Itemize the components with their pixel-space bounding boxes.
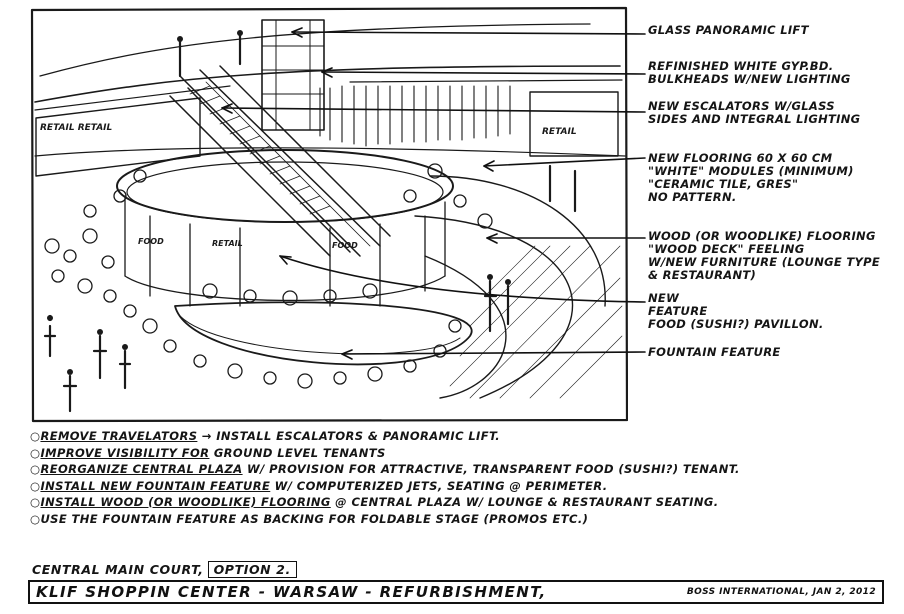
sign-retail-right: RETAIL <box>542 127 577 137</box>
annotation-escalators: NEW ESCALATORS W/GLASS SIDES AND INTEGRA… <box>648 99 861 126</box>
sign-retail-center: RETAIL <box>212 239 243 248</box>
sign-food: FOOD <box>138 237 164 246</box>
note-item: ○IMPROVE VISIBILITY FOR GROUND LEVEL TEN… <box>30 445 386 460</box>
sign-food-right: FOOD <box>332 241 358 250</box>
note-lead: REORGANIZE CENTRAL PLAZA <box>40 462 243 476</box>
note-item: ○INSTALL NEW FOUNTAIN FEATURE W/ COMPUTE… <box>30 478 608 493</box>
note-rest: W/ PROVISION FOR ATTRACTIVE, TRANSPARENT… <box>242 462 740 476</box>
annotation-fountain: FOUNTAIN FEATURE <box>648 345 781 359</box>
note-rest: W/ COMPUTERIZED JETS, SEATING @ PERIMETE… <box>270 478 608 493</box>
note-item: ○USE THE FOUNTAIN FEATURE AS BACKING FOR… <box>30 511 589 526</box>
annotation-flooring: NEW FLOORING 60 X 60 CM "WHITE" MODULES … <box>648 151 854 204</box>
perspective-sketch: RETAIL RETAIL RETAIL FOOD RETAIL FOOD <box>30 6 628 423</box>
note-item: ○REMOVE TRAVELATORS → INSTALL ESCALATORS… <box>30 429 501 443</box>
note-rest: GROUND LEVEL TENANTS <box>209 445 386 460</box>
project-title: KLIF SHOPPIN CENTER - WARSAW - REFURBISH… <box>36 583 547 601</box>
annotation-bulkheads: REFINISHED WHITE GYP.BD. BULKHEADS W/NEW… <box>648 59 851 86</box>
note-rest: @ CENTRAL PLAZA W/ LOUNGE & RESTAURANT S… <box>330 495 719 509</box>
note-lead: REMOVE TRAVELATORS <box>40 429 198 443</box>
court-caption: CENTRAL MAIN COURT,OPTION 2. <box>32 561 297 578</box>
note-item: ○INSTALL WOOD (OR WOODLIKE) FLOORING @ C… <box>30 495 719 509</box>
note-lead: INSTALL WOOD (OR WOODLIKE) FLOORING <box>40 495 331 509</box>
annotation-food-pavilion: NEW FEATURE FOOD (SUSHI?) PAVILLON. <box>648 291 824 331</box>
annotation-wood-deck: WOOD (OR WOODLIKE) FLOORING "WOOD DECK" … <box>648 229 880 282</box>
sign-retail-left: RETAIL RETAIL <box>40 123 113 133</box>
note-rest: → INSTALL ESCALATORS & PANORAMIC LIFT. <box>197 429 501 443</box>
note-item: ○REORGANIZE CENTRAL PLAZA W/ PROVISION F… <box>30 462 740 476</box>
sketch-drawing: RETAIL RETAIL RETAIL FOOD RETAIL FOOD <box>30 6 628 423</box>
court-label: CENTRAL MAIN COURT, <box>32 562 204 577</box>
note-lead: IMPROVE VISIBILITY FOR <box>40 445 210 460</box>
annotation-panoramic-lift: GLASS PANORAMIC LIFT <box>648 23 809 37</box>
note-rest: USE THE FOUNTAIN FEATURE AS BACKING FOR … <box>40 511 589 526</box>
refurbishment-notes: ○REMOVE TRAVELATORS → INSTALL ESCALATORS… <box>30 428 830 527</box>
note-lead: INSTALL NEW FOUNTAIN FEATURE <box>40 478 271 493</box>
option-label: OPTION 2. <box>207 561 297 578</box>
title-block: KLIF SHOPPIN CENTER - WARSAW - REFURBISH… <box>28 580 884 604</box>
credit-line: BOSS INTERNATIONAL, JAN 2, 2012 <box>686 587 876 597</box>
